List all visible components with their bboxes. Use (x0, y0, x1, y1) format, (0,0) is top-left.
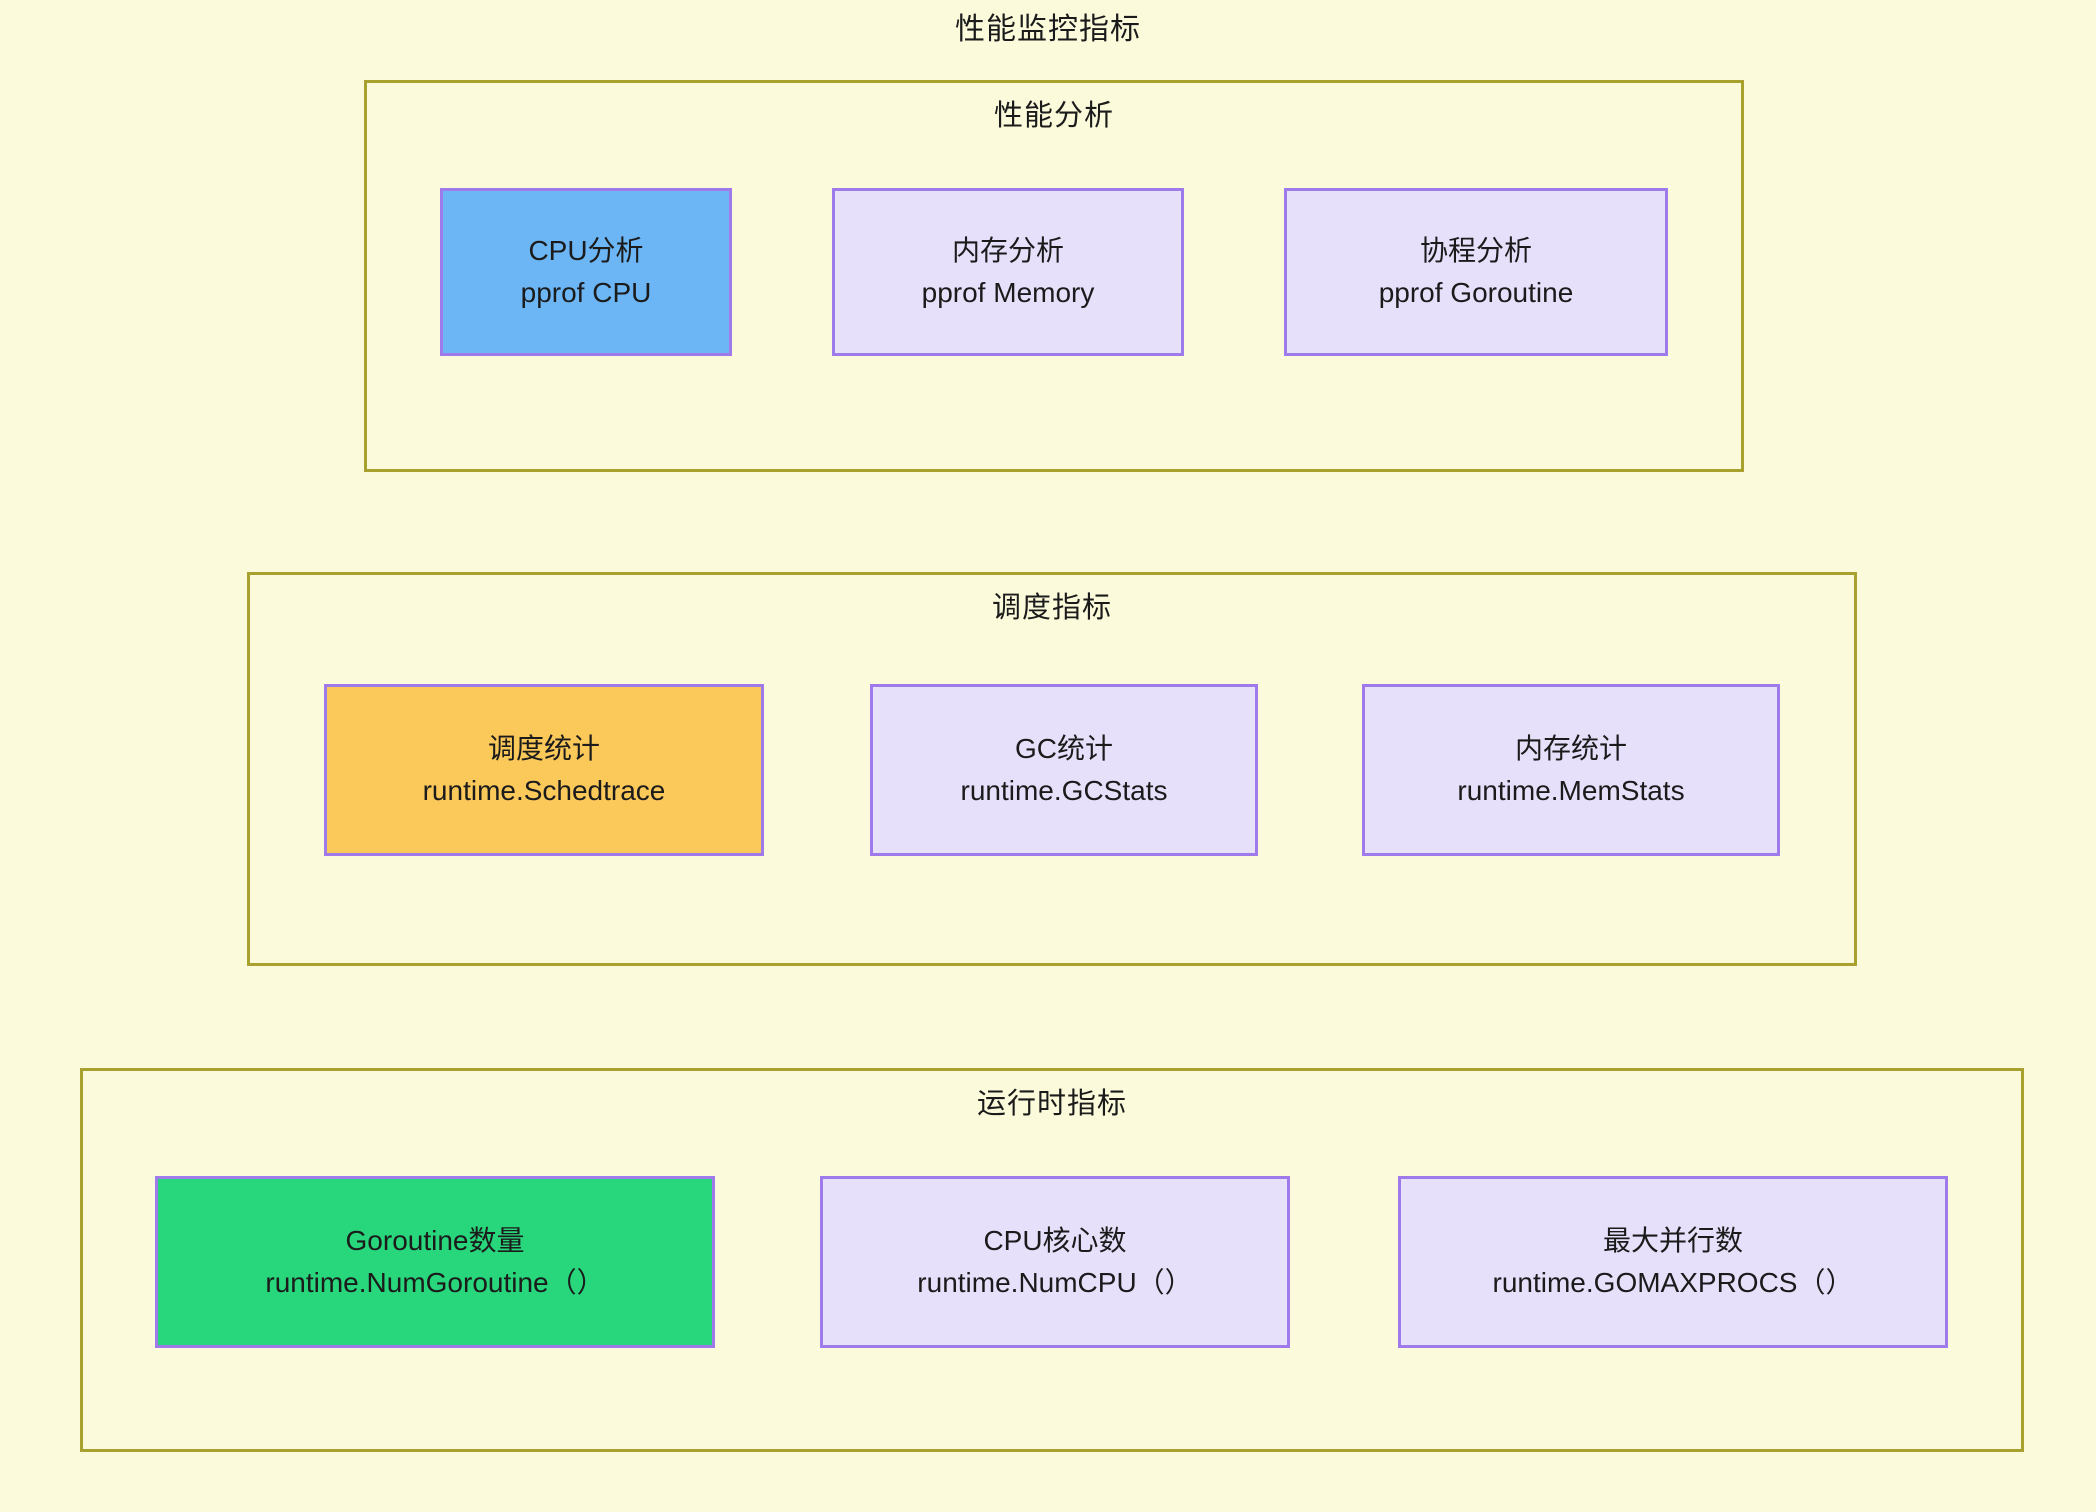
group-title-runtime-metrics: 运行时指标 (976, 1088, 1127, 1120)
node-scheduler-stats[interactable]: 调度统计 runtime.Schedtrace (324, 684, 764, 856)
node-memory-profile-api: pprof Memory (921, 277, 1095, 308)
node-memory-profile[interactable]: 内存分析 pprof Memory (832, 188, 1184, 356)
node-gomaxprocs-api: runtime.GOMAXPROCS（） (1492, 1267, 1854, 1298)
node-num-cpu-label: CPU核心数 (983, 1225, 1127, 1256)
node-scheduler-stats-label: 调度统计 (487, 733, 600, 764)
node-memory-stats-label: 内存统计 (1514, 733, 1627, 764)
node-gc-stats-api: runtime.GCStats (960, 775, 1168, 806)
node-gc-stats[interactable]: GC统计 runtime.GCStats (870, 684, 1258, 856)
node-cpu-profile-label: CPU分析 (528, 235, 644, 266)
node-gomaxprocs[interactable]: 最大并行数 runtime.GOMAXPROCS（） (1398, 1176, 1948, 1348)
node-num-goroutine[interactable]: Goroutine数量 runtime.NumGoroutine（） (155, 1176, 715, 1348)
group-title-performance-analysis: 性能分析 (993, 100, 1114, 132)
node-cpu-profile-api: pprof CPU (520, 277, 652, 308)
node-num-cpu[interactable]: CPU核心数 runtime.NumCPU（） (820, 1176, 1290, 1348)
node-num-goroutine-label: Goroutine数量 (345, 1225, 525, 1256)
node-gomaxprocs-label: 最大并行数 (1602, 1225, 1743, 1256)
node-memory-profile-label: 内存分析 (951, 235, 1064, 266)
node-cpu-profile[interactable]: CPU分析 pprof CPU (440, 188, 732, 356)
node-memory-stats-api: runtime.MemStats (1457, 775, 1685, 806)
node-num-goroutine-api: runtime.NumGoroutine（） (265, 1267, 605, 1298)
group-title-scheduler-metrics: 调度指标 (991, 592, 1112, 624)
node-goroutine-profile[interactable]: 协程分析 pprof Goroutine (1284, 188, 1668, 356)
node-goroutine-profile-api: pprof Goroutine (1378, 277, 1574, 308)
node-gc-stats-label: GC统计 (1014, 733, 1113, 764)
page-title: 性能监控指标 (955, 13, 1141, 46)
node-num-cpu-api: runtime.NumCPU（） (917, 1267, 1193, 1298)
node-memory-stats[interactable]: 内存统计 runtime.MemStats (1362, 684, 1780, 856)
node-scheduler-stats-api: runtime.Schedtrace (422, 775, 666, 806)
node-goroutine-profile-label: 协程分析 (1419, 235, 1532, 266)
